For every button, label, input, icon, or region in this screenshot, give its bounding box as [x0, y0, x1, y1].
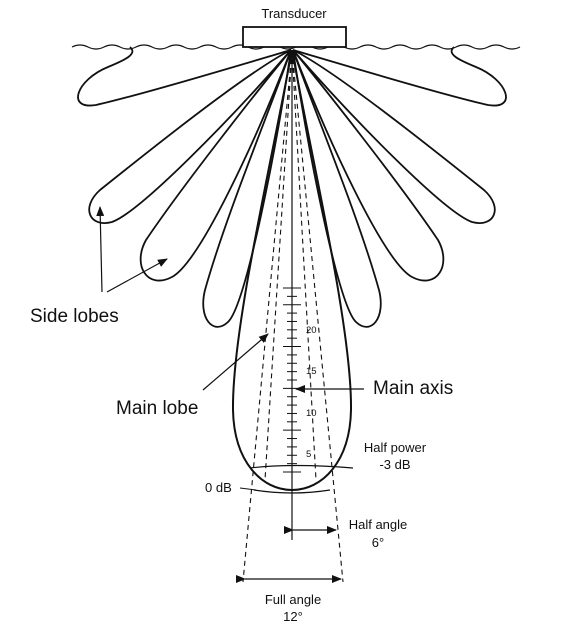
side-lobe-left-3 [202, 49, 292, 328]
side-lobes-label: Side lobes [30, 306, 119, 327]
full-angle-label-line1: Full angle [265, 592, 321, 607]
zero-db-arc [253, 489, 331, 494]
half-angle-left [264, 49, 293, 481]
scale-label-20: 20 [306, 325, 317, 336]
side-lobes-arrow-1 [96, 206, 105, 293]
zero-db-leader [239, 487, 257, 491]
main-lobe-label: Main lobe [116, 398, 198, 419]
zero-db-label: 0 dB [205, 480, 232, 495]
half-power-label-line1: Half power [364, 440, 427, 455]
scale-label-10: 10 [306, 408, 317, 419]
side-lobe-right-2 [292, 49, 445, 282]
main-axis-label: Main axis [373, 378, 453, 399]
half-angle-label-line2: 6° [372, 535, 384, 550]
scale-label-15: 15 [306, 366, 317, 377]
beam-edge-left [242, 49, 293, 583]
side-lobe-right-1 [292, 49, 496, 224]
beam-edge-right [291, 49, 344, 583]
depth-scale [283, 287, 301, 473]
half-power-label-line2: -3 dB [379, 457, 410, 472]
side-lobes-arrow-2 [106, 258, 168, 293]
side-lobe-outer-left [77, 46, 292, 107]
half-power-arc [249, 464, 354, 469]
full-angle-label-line2: 12° [283, 609, 303, 624]
side-lobe-outer-right [292, 46, 507, 107]
side-lobe-left-2 [139, 49, 292, 282]
transducer-label: Transducer [261, 6, 327, 21]
half-angle-label-line1: Half angle [349, 517, 408, 532]
main-lobe-arrow [202, 333, 269, 391]
scale-label-5: 5 [306, 449, 311, 460]
transducer-box [242, 26, 347, 48]
side-lobe-right-3 [292, 49, 382, 328]
side-lobe-left-1 [88, 49, 292, 224]
